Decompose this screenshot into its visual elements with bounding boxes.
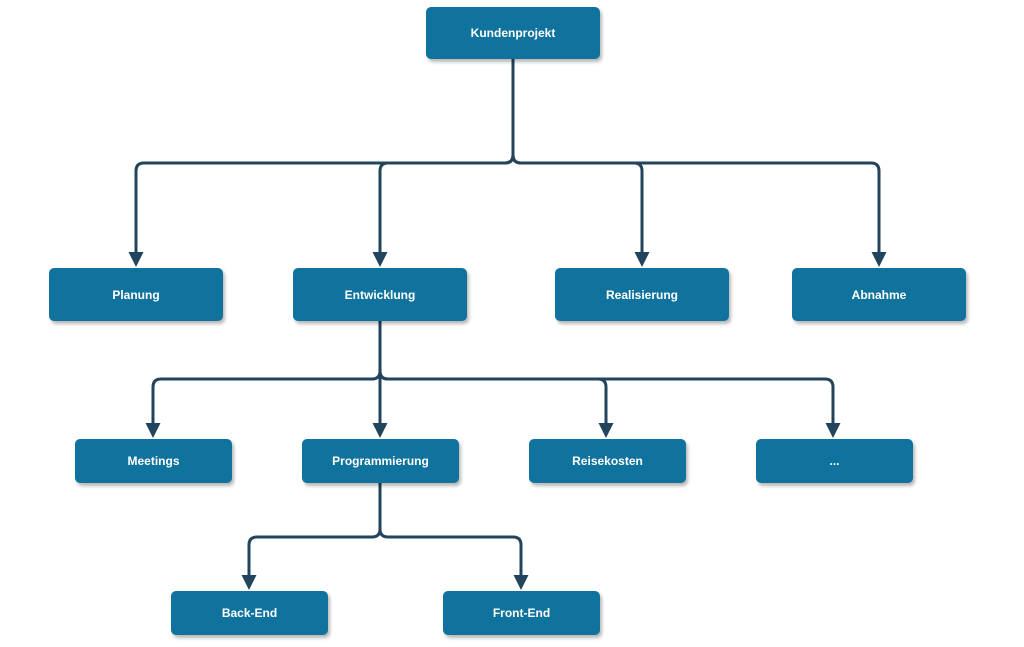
connector-root-abnahme xyxy=(511,59,887,267)
connector-entwicklung-more xyxy=(378,321,841,438)
node-back-end[interactable]: Back-End xyxy=(171,591,328,635)
node-more-placeholder[interactable]: ... xyxy=(756,439,913,483)
node-label: Reisekosten xyxy=(572,454,643,468)
node-kundenprojekt[interactable]: Kundenprojekt xyxy=(426,7,600,59)
node-label: Back-End xyxy=(221,606,278,620)
node-label: Abnahme xyxy=(851,287,907,302)
node-label: Meetings xyxy=(127,454,180,468)
node-abnahme[interactable]: Abnahme xyxy=(792,268,966,321)
node-realisierung[interactable]: Realisierung xyxy=(555,268,729,321)
node-label: Front-End xyxy=(492,606,551,620)
connector-root-entwicklung xyxy=(372,59,515,267)
node-entwicklung[interactable]: Entwicklung xyxy=(293,268,467,321)
node-label: Planung xyxy=(112,287,160,302)
node-planung[interactable]: Planung xyxy=(49,268,223,321)
node-label: Realisierung xyxy=(605,287,679,302)
node-reisekosten[interactable]: Reisekosten xyxy=(529,439,686,483)
node-label: Programmierung xyxy=(332,454,429,468)
node-front-end[interactable]: Front-End xyxy=(443,591,600,635)
connector-programmierung-backend xyxy=(241,483,382,590)
connector-entwicklung-meetings xyxy=(145,321,382,438)
connector-programmierung-frontend xyxy=(378,483,529,590)
node-label: Entwicklung xyxy=(344,287,416,302)
node-label: Kundenprojekt xyxy=(470,26,556,40)
node-label: ... xyxy=(829,454,840,468)
node-programmierung[interactable]: Programmierung xyxy=(302,439,459,483)
node-meetings[interactable]: Meetings xyxy=(75,439,232,483)
